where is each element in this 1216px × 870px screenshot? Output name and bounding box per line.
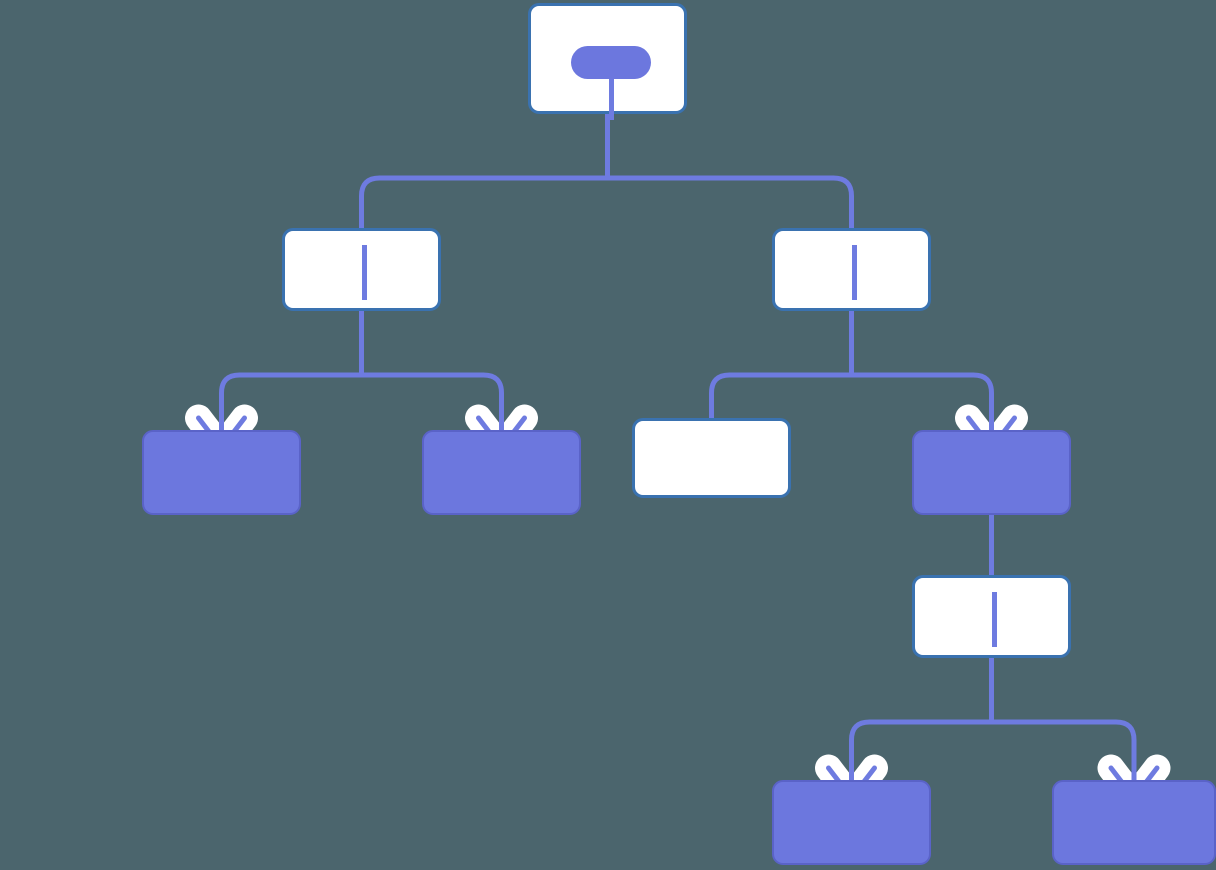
node-internal-connector	[852, 245, 857, 300]
connector-bar	[709, 372, 994, 394]
level2-empty-node[interactable]	[632, 418, 791, 498]
level2-leaf-one[interactable]	[142, 430, 301, 515]
level2-leaf-two[interactable]	[422, 430, 581, 515]
connector-bar	[219, 372, 504, 394]
level4-leaf-one[interactable]	[772, 780, 931, 865]
level1-right-node[interactable]	[772, 228, 931, 311]
level4-leaf-two[interactable]	[1052, 780, 1216, 865]
root-node[interactable]	[528, 3, 687, 120]
node-internal-connector	[992, 592, 997, 647]
level1-left-node[interactable]	[282, 228, 441, 311]
level3-white-node[interactable]	[912, 575, 1071, 658]
node-internal-connector	[609, 79, 614, 120]
connector-bar	[359, 175, 854, 197]
node-content-pill	[571, 46, 651, 79]
connector-bar	[849, 719, 1137, 741]
node-internal-connector	[362, 245, 367, 300]
level2-branch-node[interactable]	[912, 430, 1071, 515]
